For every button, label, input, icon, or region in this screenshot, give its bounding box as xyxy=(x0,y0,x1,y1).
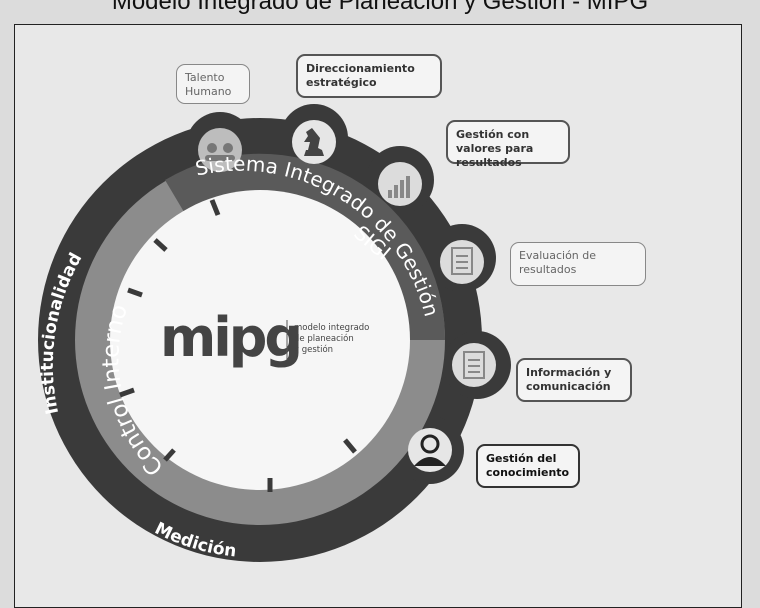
center-disc xyxy=(110,190,410,490)
callout-label: Información y comunicación xyxy=(526,366,612,393)
callout-label: Gestión del conocimiento xyxy=(486,452,570,479)
chess-knight-icon xyxy=(304,128,324,156)
document-icon xyxy=(463,351,485,379)
callout-label: Talento Humano xyxy=(185,71,232,98)
checklist-icon xyxy=(451,247,473,275)
people-icon xyxy=(205,143,235,161)
callout-label: Evaluación de resultados xyxy=(519,249,597,276)
page-title: Modelo Integrado de Planeación y Gestión… xyxy=(111,0,649,15)
callout-direccionamiento: Direccionamiento estratégico xyxy=(296,54,442,98)
callout-label: Direccionamiento estratégico xyxy=(306,62,415,89)
bar-chart-icon xyxy=(388,176,410,198)
callout-talento-humano: Talento Humano xyxy=(176,64,250,104)
callout-gestion-valores: Gestión con valores para resultados xyxy=(446,120,570,169)
logo-tagline-1: modelo integrado xyxy=(294,323,369,333)
callout-gestion-conocimiento: Gestión del conocimiento xyxy=(476,444,580,488)
tick-marks xyxy=(119,199,357,492)
logo-tagline-3: y gestión xyxy=(294,344,333,355)
callout-label: Gestión con valores para resultados xyxy=(456,128,534,169)
mipg-logo: mipg xyxy=(160,306,300,369)
logo-tagline-2: de planeación xyxy=(294,333,354,344)
callout-informacion: Información y comunicación xyxy=(516,358,632,402)
callout-evaluacion: Evaluación de resultados xyxy=(510,242,646,286)
person-icon xyxy=(414,434,446,466)
